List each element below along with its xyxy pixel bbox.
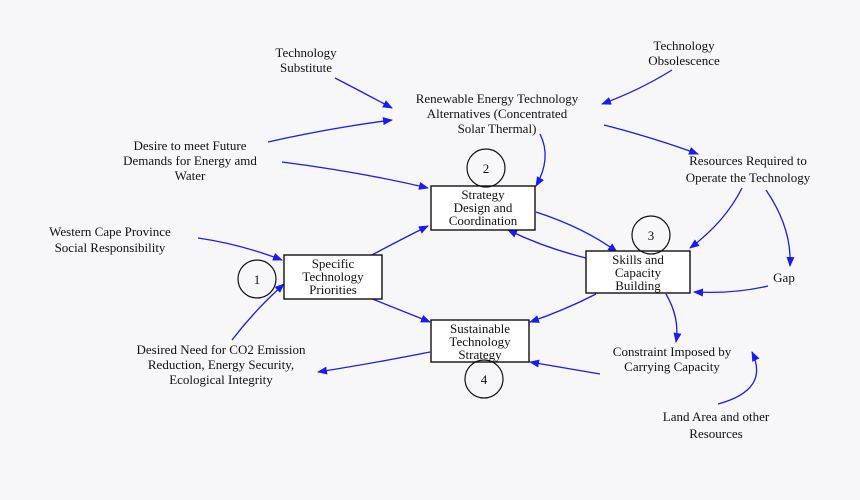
arrow-land-to-constraint	[717, 351, 760, 405]
label-resources-required-line-1: Resources Required to	[689, 153, 807, 168]
label-resources-required-line-2: Operate the Technology	[686, 170, 811, 185]
arrow-strategy-design-to-skills	[535, 211, 618, 253]
arrow-renewable-to-strategy-design	[535, 133, 546, 187]
label-technology-substitute-line-1: Technology	[275, 45, 337, 60]
box-skills-capacity-line-3: Building	[615, 278, 661, 293]
circle-number-1-text: 1	[254, 272, 261, 287]
label-renewable-alternatives-line-1: Renewable Energy Technology	[416, 91, 579, 106]
box-specific-tech-line-1: Specific	[312, 256, 355, 271]
arrow-specific-to-sustainable	[369, 297, 431, 323]
arrow-specific-to-strategy-design	[369, 225, 429, 257]
arrows	[197, 69, 795, 405]
box-strategy-design-line-3: Coordination	[449, 213, 518, 228]
arrow-obsolescence-to-renewable	[601, 69, 673, 105]
arrow-desire-to-strategy-design	[281, 161, 429, 190]
label-desired-need-line-2: Reduction, Energy Security,	[148, 357, 294, 372]
arrow-western-cape-to-specific	[197, 237, 283, 261]
arrow-skills-to-sustainable	[529, 293, 597, 323]
label-land-area-line-1: Land Area and other	[663, 409, 770, 424]
box-strategy-design: Strategy Design and Coordination	[430, 185, 536, 231]
box-skills-capacity-line-2: Capacity	[615, 265, 662, 280]
label-gap: Gap	[773, 270, 795, 285]
arrow-constraint-to-sustainable	[529, 359, 601, 375]
arrow-desire-to-renewable	[267, 117, 393, 143]
arrow-resources-to-gap	[765, 189, 795, 267]
label-desire-future-demands-line-3: Water	[175, 168, 206, 183]
circle-number-2: 2	[466, 148, 506, 188]
box-strategy-design-line-1: Strategy	[461, 187, 505, 202]
box-skills-capacity-line-1: Skills and	[612, 252, 664, 267]
circle-number-4: 4	[464, 359, 504, 399]
label-desire-future-demands-line-1: Desire to meet Future	[134, 138, 247, 153]
label-land-area: Land Area and other Resources	[663, 409, 770, 441]
label-gap-line-1: Gap	[773, 270, 795, 285]
box-specific-tech-line-2: Technology	[302, 269, 364, 284]
label-constraint-line-2: Carrying Capacity	[624, 359, 720, 374]
label-renewable-alternatives: Renewable Energy Technology Alternatives…	[416, 91, 579, 136]
label-desire-future-demands-line-2: Demands for Energy amd	[123, 153, 257, 168]
circle-number-1: 1	[237, 259, 277, 299]
label-desired-need-line-1: Desired Need for CO2 Emission	[137, 342, 306, 357]
label-constraint-line-1: Constraint Imposed by	[613, 344, 732, 359]
label-western-cape-line-2: Social Responsibility	[55, 240, 166, 255]
label-renewable-alternatives-line-3: Solar Thermal)	[458, 121, 537, 136]
arrow-gap-to-skills	[693, 285, 769, 297]
circle-number-2-text: 2	[483, 161, 490, 176]
label-western-cape: Western Cape Province Social Responsibil…	[49, 224, 171, 255]
label-technology-obsolescence-line-1: Technology	[653, 38, 715, 53]
label-technology-obsolescence-line-2: Obsolescence	[648, 53, 720, 68]
arrow-sustainable-to-desired-need	[317, 351, 431, 375]
box-sustainable-tech-line-3: Strategy	[458, 347, 502, 362]
box-sustainable-tech: Sustainable Technology Strategy	[430, 319, 530, 363]
label-technology-substitute: Technology Substitute	[275, 45, 337, 75]
arrow-resources-to-skills	[689, 187, 743, 249]
arrow-skills-to-strategy-design	[507, 229, 587, 259]
box-skills-capacity: Skills and Capacity Building	[585, 250, 691, 294]
label-land-area-line-2: Resources	[689, 426, 742, 441]
label-desire-future-demands: Desire to meet Future Demands for Energy…	[123, 138, 257, 183]
arrow-renewable-to-resources	[603, 124, 699, 155]
box-specific-tech-line-3: Priorities	[309, 282, 357, 297]
arrow-skills-to-constraint	[665, 293, 682, 343]
label-technology-obsolescence: Technology Obsolescence	[648, 38, 720, 68]
circle-number-3-text: 3	[648, 228, 655, 243]
box-strategy-design-line-2: Design and	[454, 200, 513, 215]
label-western-cape-line-1: Western Cape Province	[49, 224, 171, 239]
label-constraint-carrying-capacity: Constraint Imposed by Carrying Capacity	[613, 344, 732, 374]
label-desired-need-line-3: Ecological Integrity	[169, 372, 273, 387]
box-specific-tech: Specific Technology Priorities	[283, 254, 383, 300]
label-renewable-alternatives-line-2: Alternatives (Concentrated	[427, 106, 568, 121]
box-sustainable-tech-line-2: Technology	[449, 334, 511, 349]
circle-number-3: 3	[631, 215, 671, 255]
label-technology-substitute-line-2: Substitute	[280, 60, 332, 75]
circle-number-4-text: 4	[481, 372, 488, 387]
label-desired-need: Desired Need for CO2 Emission Reduction,…	[137, 342, 306, 387]
label-resources-required: Resources Required to Operate the Techno…	[686, 153, 811, 185]
box-sustainable-tech-line-1: Sustainable	[450, 321, 510, 336]
arrow-desired-need-to-specific	[231, 283, 285, 341]
arrow-substitute-to-renewable	[334, 77, 393, 109]
